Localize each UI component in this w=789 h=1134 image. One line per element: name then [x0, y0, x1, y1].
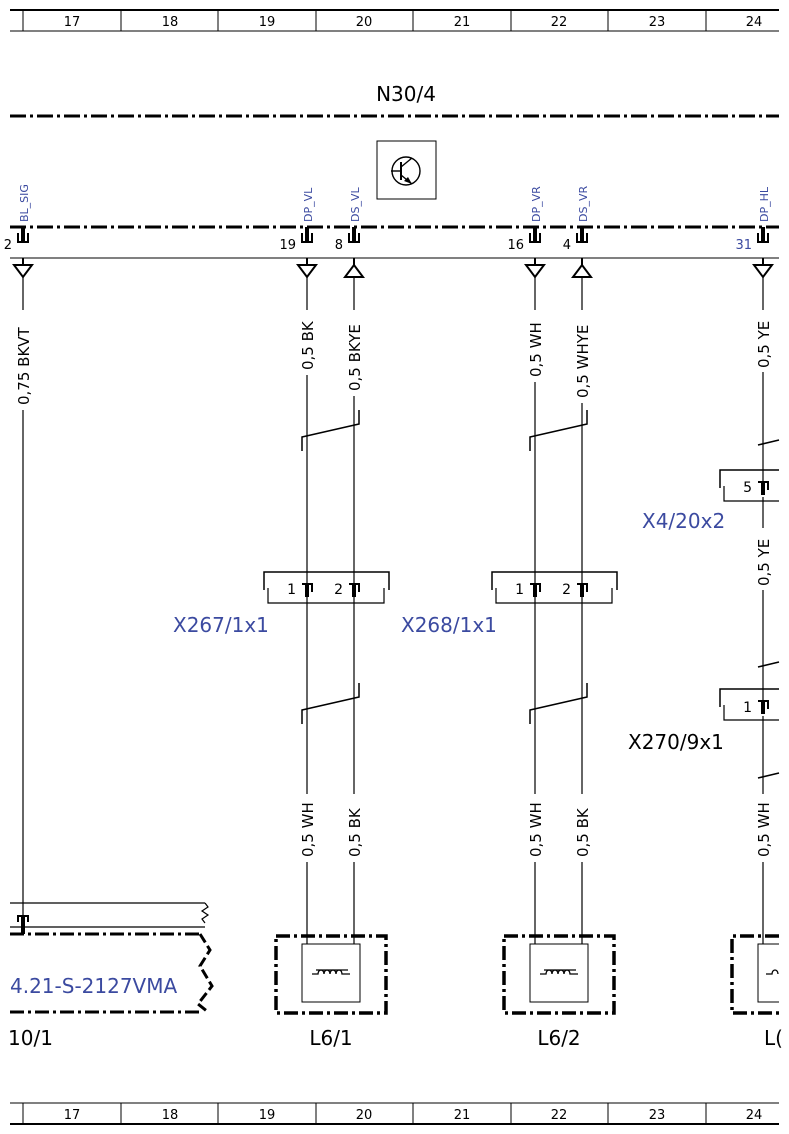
coil-icon: [540, 969, 578, 975]
wire-label-whye: 0,5 WHYE: [574, 325, 592, 398]
ruler-bottom-col-18: 18: [162, 1108, 179, 1123]
connector-x267-label: X267/1x1: [173, 613, 269, 637]
connector-x270-label: X270/9x1: [628, 730, 724, 754]
wire-label-wh-22: 0,5 WH: [527, 322, 545, 377]
ruler-bottom-col-23: 23: [649, 1108, 666, 1123]
sensor-l6-1-label: L6/1: [309, 1026, 352, 1050]
wire-label-bk-20: 0,5 BK: [299, 320, 317, 370]
ruler-col-23: 23: [649, 15, 666, 30]
connector-x267: 1 2: [263, 571, 390, 604]
sensor-l6-3-label: L(: [764, 1026, 783, 1050]
ruler-bottom-col-19: 19: [259, 1108, 276, 1123]
left-component-ref: 4.21-S-2127VMA: [10, 974, 177, 998]
transistor-icon: [376, 140, 437, 200]
left-component: [10, 902, 214, 1014]
ruler-col-21: 21: [454, 15, 471, 30]
ruler-col-20: 20: [356, 15, 373, 30]
sensor-l6-3-partial: [730, 932, 779, 1015]
pin-number-31: 31: [735, 238, 752, 253]
ruler-col-22: 22: [551, 15, 568, 30]
pin-terminals: [17, 227, 769, 243]
pin-number-16: 16: [507, 238, 524, 253]
left-component-name: 10/1: [8, 1026, 53, 1050]
pin-number-4: 4: [563, 238, 571, 253]
ruler-bottom-col-22: 22: [551, 1108, 568, 1123]
ruler-bottom-col-21: 21: [454, 1108, 471, 1123]
pin-number-19: 19: [279, 238, 296, 253]
ruler-bottom-col-20: 20: [356, 1108, 373, 1123]
wire-label-ye-mid: 0,5 YE: [755, 539, 773, 586]
pin-number-8: 8: [335, 238, 343, 253]
connector-x268-label: X268/1x1: [401, 613, 497, 637]
connector-x4: 5: [719, 469, 779, 502]
wire-label-bk-l61: 0,5 BK: [346, 807, 364, 857]
pin-signal-ds-vr: DS_VR: [577, 186, 590, 222]
wires: [22, 277, 764, 932]
connector-x268: 1 2: [491, 571, 618, 604]
wire-label-bkvt: 0,75 BKVT: [15, 326, 33, 405]
x267-pin-2: 2: [334, 582, 343, 598]
twisted-pair-markers: [301, 410, 780, 779]
ruler-col-18: 18: [162, 15, 179, 30]
x268-pin-1: 1: [515, 582, 524, 598]
pin-signal-bl-sig: BL_SIG: [18, 184, 31, 222]
pin-signal-dp-hl: DP_HL: [758, 186, 771, 222]
x268-pin-2: 2: [562, 582, 571, 598]
coil-icon: [312, 969, 350, 975]
left-edge-fragment: 2: [4, 238, 12, 253]
pin-signal-ds-vl: DS_VL: [349, 187, 362, 222]
ruler-col-24: 24: [746, 15, 763, 30]
sensor-l6-2-label: L6/2: [537, 1026, 580, 1050]
top-ruler: 17 18 19 20 21 22 23 24: [10, 9, 779, 32]
ruler-col-19: 19: [259, 15, 276, 30]
x267-pin-1: 1: [287, 582, 296, 598]
x4-pin-5: 5: [743, 480, 752, 496]
wire-label-wh-l61: 0,5 WH: [299, 802, 317, 857]
direction-arrows: [12, 258, 774, 279]
wire-label-bk-l62: 0,5 BK: [574, 807, 592, 857]
ruler-bottom-col-24: 24: [746, 1108, 763, 1123]
wire-label-ye-upper: 0,5 YE: [755, 321, 773, 368]
wire-label-wh-l62: 0,5 WH: [527, 802, 545, 857]
pin-signal-dp-vl: DP_VL: [302, 187, 315, 222]
ruler-bottom-col-17: 17: [64, 1108, 81, 1123]
ruler-col-17: 17: [64, 15, 81, 30]
wire-label-bkye: 0,5 BKYE: [346, 324, 364, 391]
connector-x4-label: X4/20x2: [642, 509, 725, 533]
x270-pin-1: 1: [743, 700, 752, 716]
bottom-ruler: 17 18 19 20 21 22 23 24: [10, 1102, 779, 1125]
connector-x270: 1: [719, 688, 779, 721]
sensor-l6-1: [274, 932, 388, 1015]
sensor-l6-2: [502, 932, 616, 1015]
pin-signal-dp-vr: DP_VR: [530, 186, 543, 222]
module-title: N30/4: [376, 82, 436, 106]
wire-label-wh-l63: 0,5 WH: [755, 802, 773, 857]
